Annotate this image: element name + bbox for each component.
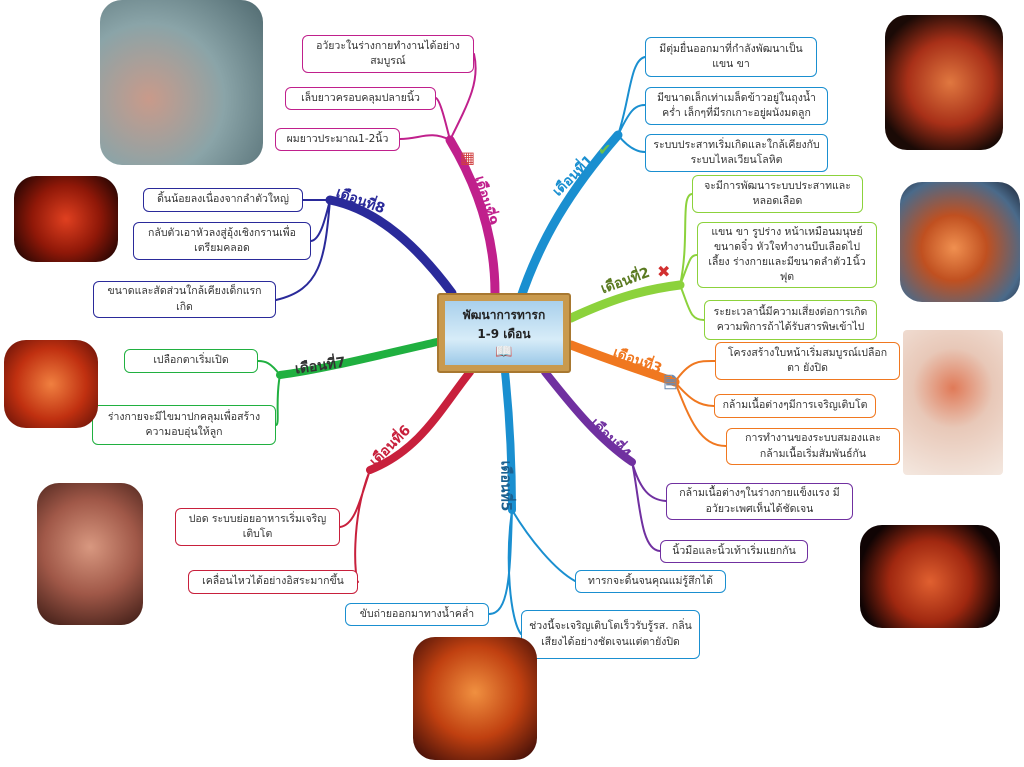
month-4-item[interactable]: กล้ามเนื้อต่างๆในร่างกายแข็งแรง มี อวัยว… <box>666 483 853 520</box>
embryo-month-2-photo <box>900 182 1020 302</box>
month-1-item[interactable]: มีตุ่มยื่นออกมาที่กำลังพัฒนาเป็นแขน ขา <box>645 37 817 77</box>
month-6-item[interactable]: ปอด ระบบย่อยอาหารเริ่มเจริญ เติบโต <box>175 508 340 546</box>
month-3-item[interactable]: การทำงานของระบบสมองและ กล้ามเนื้อเริ่มสั… <box>726 428 900 465</box>
fetus-month-8-photo <box>14 176 118 262</box>
month-8-item[interactable]: กลับตัวเอาหัวลงสู่อุ้งเชิงกรานเพื่อ เตรี… <box>133 222 311 260</box>
month-9-item[interactable]: ผมยาวประมาณ1-2นิ้ว <box>275 128 400 151</box>
embryo-month-1-photo <box>885 15 1003 150</box>
fetus-month-7-photo <box>4 340 98 428</box>
fetus-month-6-photo <box>37 483 143 625</box>
newborn-delivery-photo <box>100 0 263 165</box>
month-9-item[interactable]: อวัยวะในร่างกายทำงานได้อย่าง สมบูรณ์ <box>302 35 474 73</box>
fetus-month-3-photo <box>903 330 1003 475</box>
fetus-month-4-photo <box>860 525 1000 628</box>
document-icon: 🗎 <box>664 373 677 392</box>
month-3-item[interactable]: โครงสร้างใบหน้าเริ่มสมบูรณ์เปลือกตา ยังป… <box>715 342 900 380</box>
month-6-item[interactable]: เคลื่อนไหวได้อย่างอิสระมากขึ้น <box>188 570 358 594</box>
month-1-item[interactable]: มีขนาดเล็กเท่าเมล็ดข้าวอยู่ในถุงน้ำคร่ำ … <box>645 87 828 125</box>
month-5-item[interactable]: ช่วงนี้จะเจริญเติบโตเร็วรับรู้รส. กลิ่น … <box>521 610 700 659</box>
central-title-line2: 1-9 เดือน <box>477 327 531 341</box>
month-8-item[interactable]: ขนาดและสัดส่วนใกล้เคียงเด็กแรกเกิด <box>93 281 276 318</box>
month-2-item[interactable]: ระยะเวลานี้มีความเสี่ยงต่อการเกิด ความพิ… <box>704 300 877 340</box>
month-2-item[interactable]: จะมีการพัฒนาระบบประสาทและ หลอดเลือด <box>692 175 863 213</box>
fetus-month-5-photo <box>413 637 537 760</box>
month-8-item[interactable]: ดิ้นน้อยลงเนื่องจากลำตัวใหญ่ <box>143 188 303 212</box>
book-icon: 📖 <box>495 344 513 360</box>
month-4-item[interactable]: นิ้วมือและนิ้วเท้าเริ่มแยกกัน <box>660 540 808 563</box>
month-9-item[interactable]: เล็บยาวครอบคลุมปลายนิ้ว <box>285 87 436 110</box>
month-1-item[interactable]: ระบบประสาทเริ่มเกิดและใกล้เคียงกับ ระบบไ… <box>645 134 828 172</box>
month-5-label[interactable]: เดือนที่5 <box>497 460 514 512</box>
check-icon: ✔ <box>598 140 612 159</box>
month-5-item[interactable]: ทารกจะดิ้นจนคุณแม่รู้สึกได้ <box>575 570 726 593</box>
calendar-icon: ▦ <box>460 148 476 167</box>
month-2-item[interactable]: แขน ขา รูปร่าง หน้าเหมือนมนุษย์ ขนาดจิ๋ว… <box>697 222 877 288</box>
central-topic[interactable]: พัฒนาการทารก 1-9 เดือน 📖 <box>437 293 571 373</box>
central-title-line1: พัฒนาการทารก <box>462 308 546 322</box>
month-3-item[interactable]: กล้ามเนื้อต่างๆมีการเจริญเติบโต <box>714 394 876 418</box>
x-icon: ✖ <box>657 262 671 281</box>
month-5-item[interactable]: ขับถ่ายออกมาทางน้ำคล่ำ <box>345 603 489 626</box>
month-7-item[interactable]: ร่างกายจะมีไขมาปกคลุมเพื่อสร้าง ความอบอุ… <box>92 405 276 445</box>
month-7-item[interactable]: เปลือกตาเริ่มเปิด <box>124 349 258 373</box>
